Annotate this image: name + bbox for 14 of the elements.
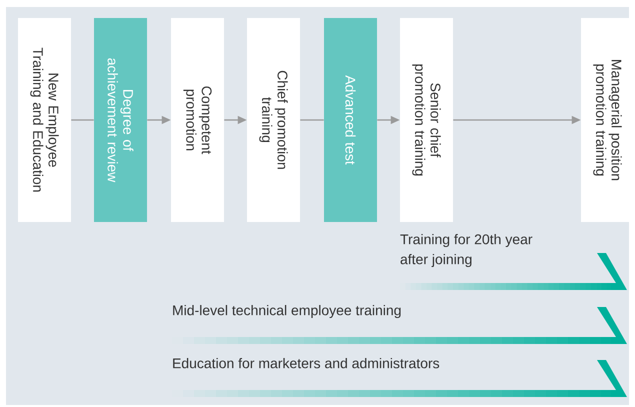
review-box: Advanced test (324, 18, 377, 222)
training-band: Education for marketers and administrators (172, 358, 627, 397)
step-box: Senior chief promotion training (400, 18, 453, 222)
review-box: Degree of achievement review (94, 18, 147, 222)
node-label: Training for 20th year after joining (400, 234, 532, 268)
node-label: Education for marketers and administrators (173, 358, 440, 368)
step-box: Chief promotion training (247, 18, 300, 222)
step-box: Competent promotion (171, 18, 224, 222)
node-label: Managerial position promotion training (593, 60, 622, 180)
training-band: Mid-level technical employee training (172, 305, 627, 344)
step-box: New Employee Training and Education (18, 18, 71, 222)
step-box: Managerial position promotion training (581, 18, 634, 222)
node-label: Mid-level technical employee training (173, 304, 401, 318)
training-band: Training for 20th year after joining (400, 234, 627, 290)
